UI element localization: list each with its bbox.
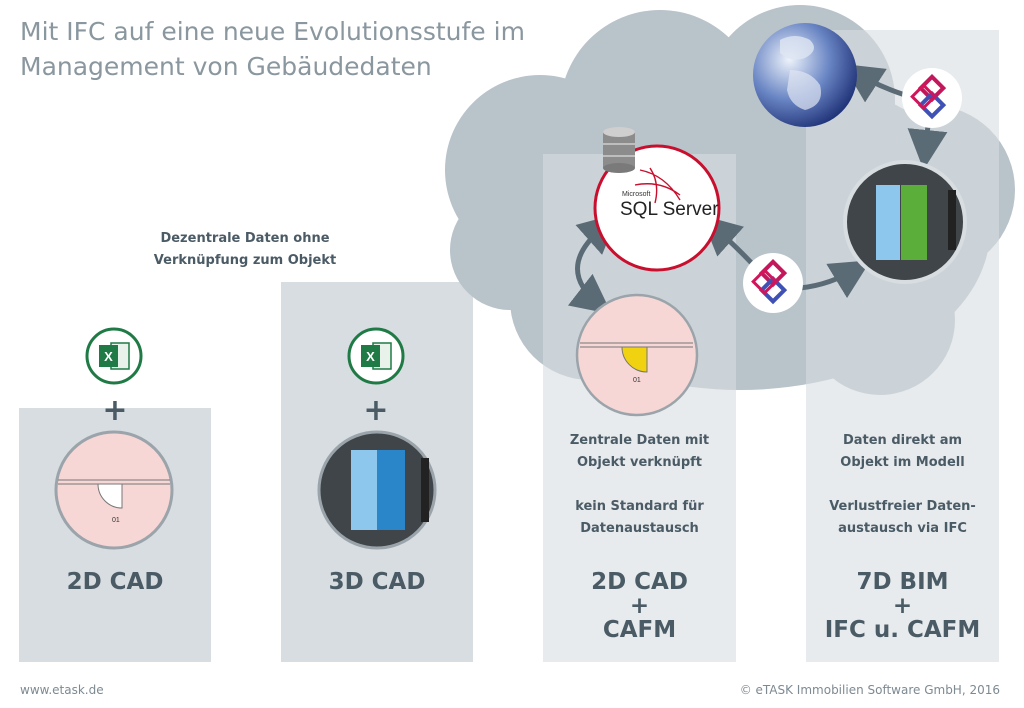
- room-number-col3: 01: [633, 377, 641, 384]
- sync-arrow-sql-cafm: [567, 213, 619, 315]
- sql-server-microsoft-text: Microsoft: [622, 191, 650, 198]
- cad-3d-circle-col2: [317, 430, 437, 550]
- excel-icon-col1: X: [85, 327, 143, 385]
- col3-desc-line-1: Zentrale Daten mit: [569, 433, 710, 448]
- column-panel-4: [806, 30, 999, 662]
- title-line-2: Management von Gebäudedaten: [20, 52, 432, 81]
- decentral-note-line-2: Verknüpfung zum Objekt: [153, 253, 337, 268]
- sql-server-circle: [593, 144, 721, 272]
- col4-label-line-1: 7D BIM: [856, 569, 949, 595]
- col4-desc-line-3: Verlustfreier Daten-: [829, 499, 976, 514]
- col4-label: 7D BIM + IFC u. CAFM: [806, 568, 999, 644]
- col4-label-plus: +: [892, 593, 913, 619]
- arrow-ifc-to-bim: [799, 260, 871, 299]
- col3-desc-line-3: kein Standard für: [575, 499, 704, 514]
- col4-desc-line-1: Daten direkt am: [842, 433, 963, 448]
- decentral-note-line-1: Dezentrale Daten ohne: [160, 231, 330, 246]
- ifc-logo-icon-center: [743, 253, 803, 313]
- col3-desc-line-2: Objekt verknüpft: [576, 455, 703, 470]
- page-title: Mit IFC auf eine neue Evolutionsstufe im…: [20, 14, 640, 84]
- plus-sign-col1: +: [102, 393, 128, 428]
- globe-icon: [753, 23, 857, 127]
- col2-label: 3D CAD: [328, 569, 426, 595]
- col3-label-line-1: 2D CAD: [591, 569, 688, 595]
- svg-text:X: X: [104, 349, 113, 364]
- col3-desc-line-4: Datenaustausch: [580, 521, 699, 536]
- ifc-logo-icon-top: [902, 68, 962, 128]
- cad-2d-circle-col3: [575, 293, 699, 417]
- decentral-note: Dezentrale Daten ohne Verknüpfung zum Ob…: [140, 228, 350, 272]
- col3-label: 2D CAD + CAFM: [543, 568, 736, 644]
- col4-desc-line-4: austausch via IFC: [838, 521, 967, 536]
- footer-website: www.etask.de: [20, 683, 104, 697]
- svg-text:X: X: [366, 349, 375, 364]
- footer-copyright: © eTASK Immobilien Software GmbH, 2016: [739, 683, 1000, 697]
- col3-label-plus: +: [629, 593, 650, 619]
- title-line-1: Mit IFC auf eine neue Evolutionsstufe im: [20, 17, 525, 46]
- col1-label: 2D CAD: [66, 569, 164, 595]
- col4-description: Daten direkt am Objekt im Modell Verlust…: [806, 430, 999, 540]
- arrow-ifc-to-globe: [842, 63, 906, 103]
- room-number-col1: 01: [112, 517, 120, 524]
- arrow-ifc-to-model: [907, 124, 948, 170]
- col3-description: Zentrale Daten mit Objekt verknüpft kein…: [543, 430, 736, 540]
- database-icon: [603, 127, 635, 173]
- sql-server-logo-icon: [634, 167, 681, 204]
- plus-sign-col2: +: [363, 393, 389, 428]
- col4-label-line-3: IFC u. CAFM: [824, 617, 981, 643]
- excel-icon-col2: X: [347, 327, 405, 385]
- bim-model-circle: [843, 160, 967, 284]
- cad-2d-circle-col1: 01: [54, 430, 174, 550]
- sql-server-label: SQL Server: [620, 199, 719, 220]
- col4-desc-line-2: Objekt im Modell: [840, 455, 965, 470]
- col3-label-line-3: CAFM: [602, 617, 677, 643]
